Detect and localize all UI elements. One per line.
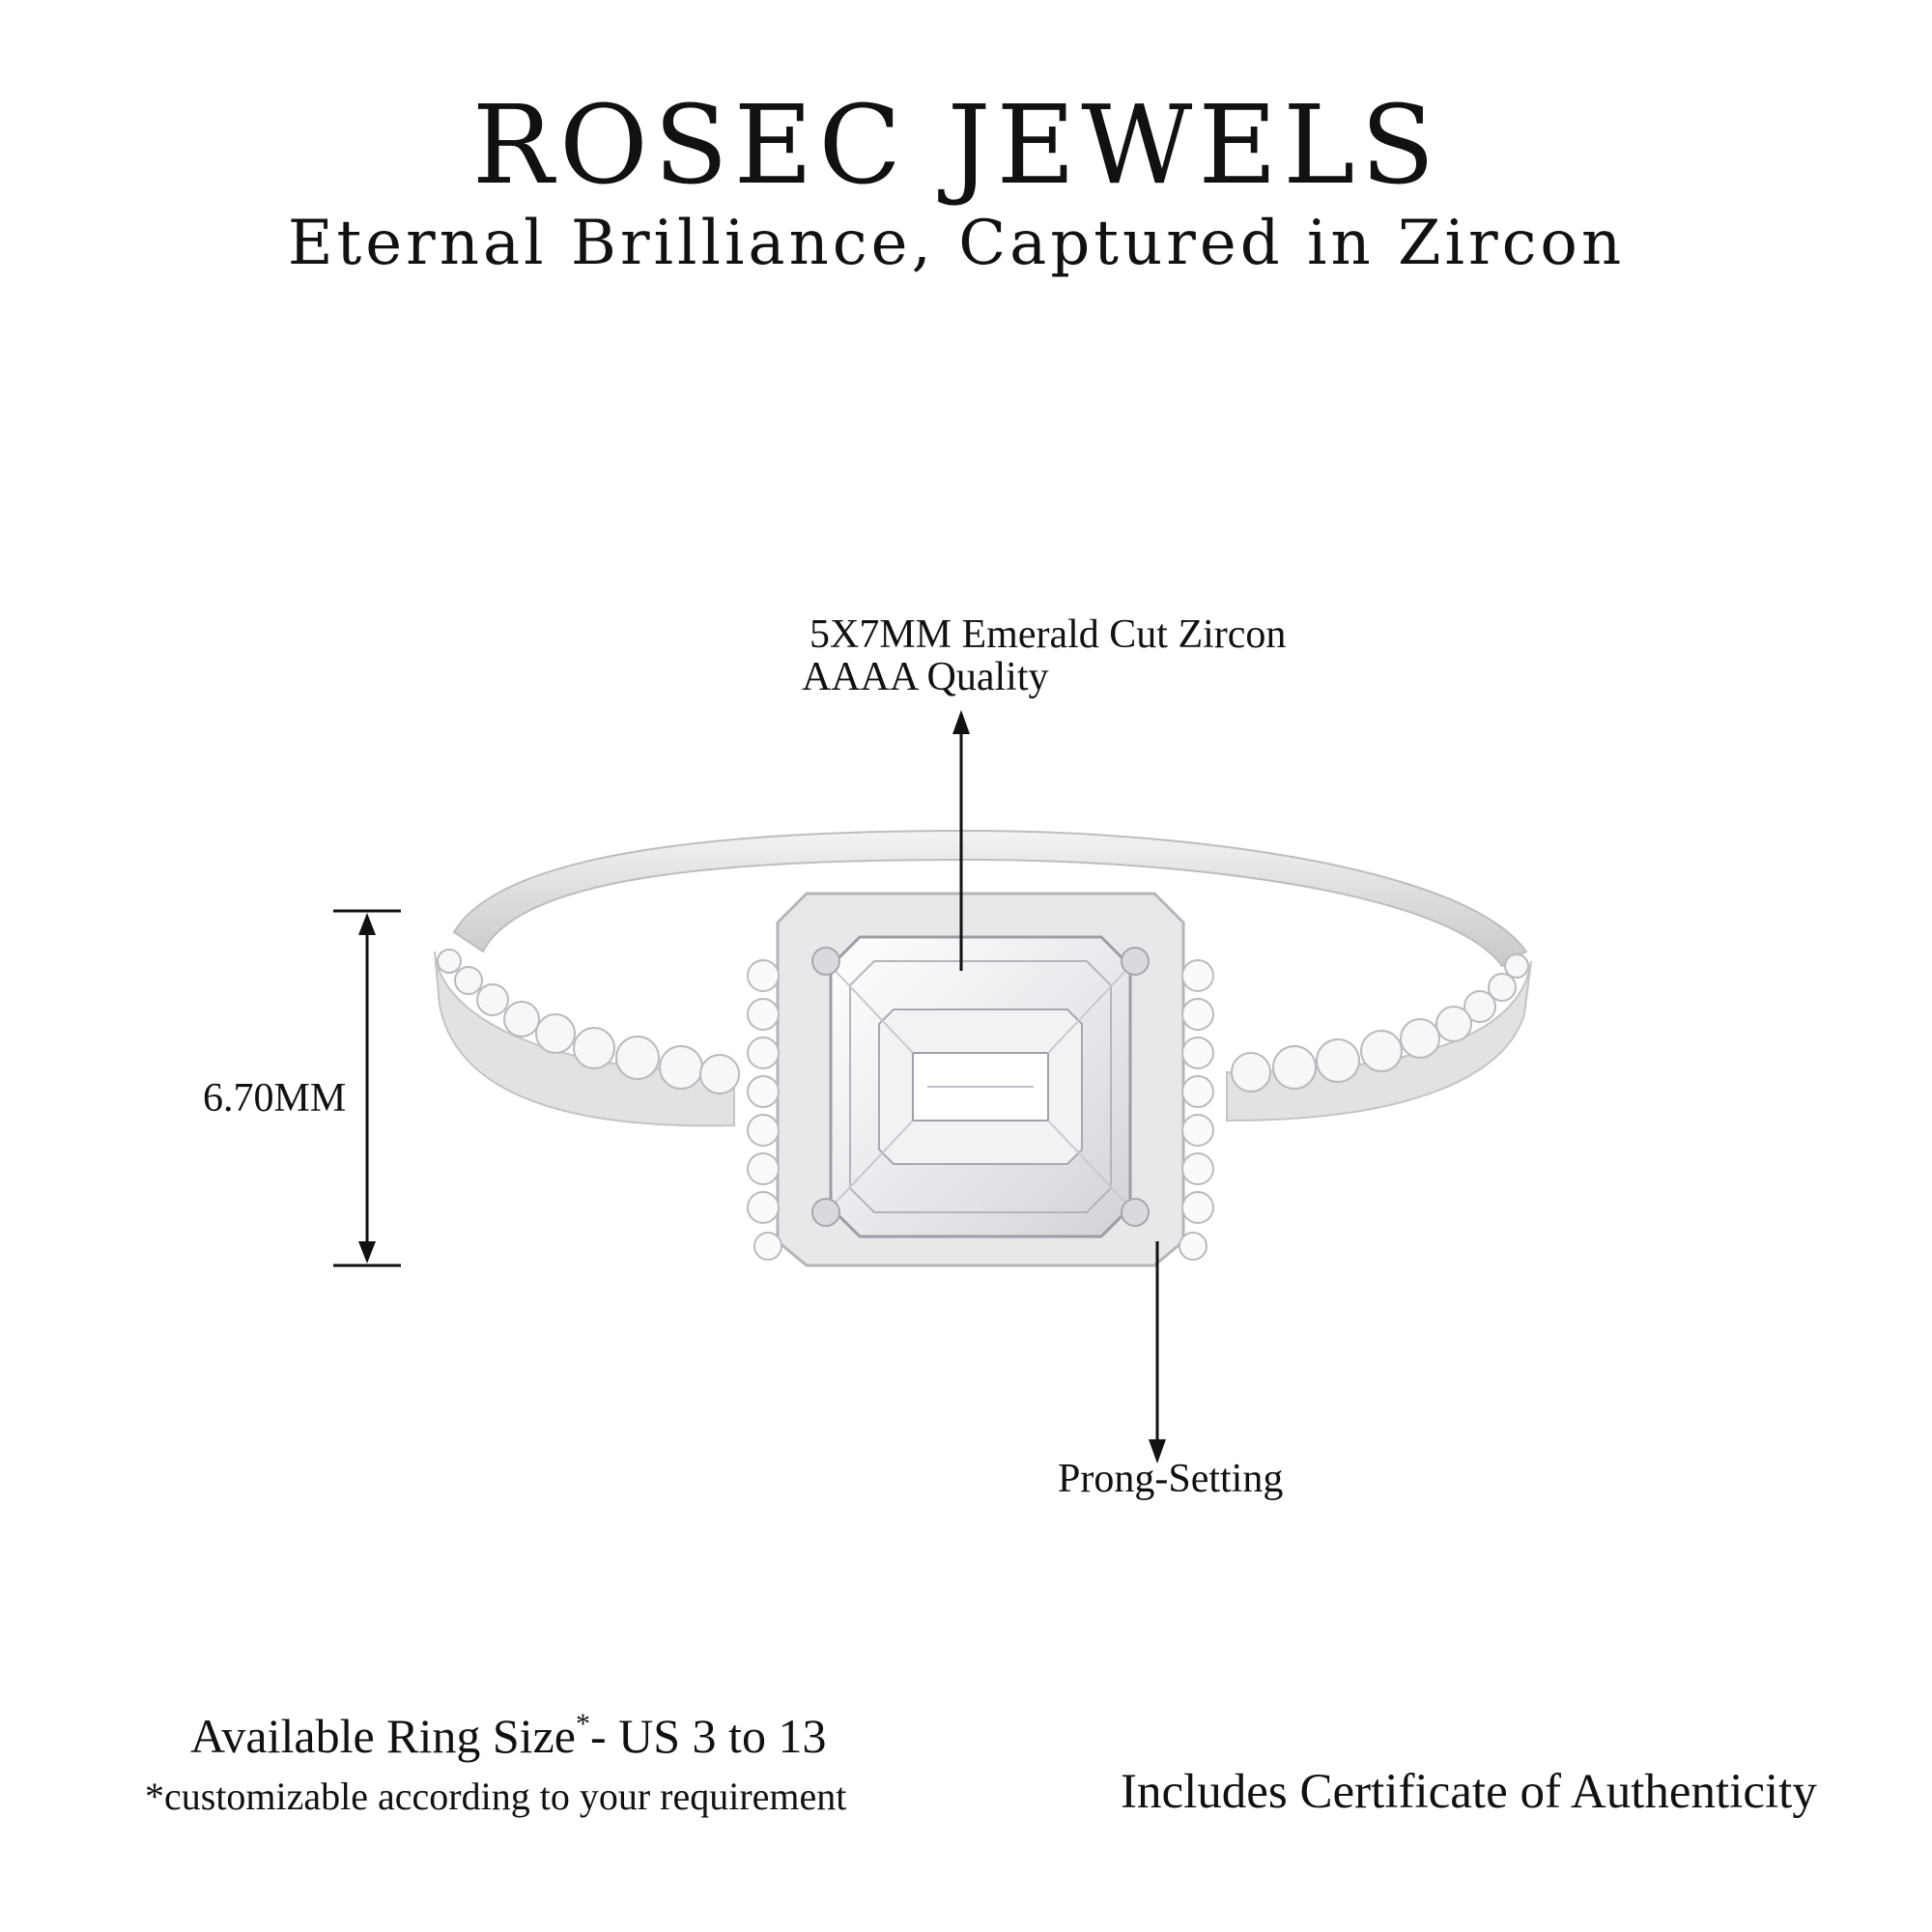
customization-note: *customizable according to your requirem… [145, 1775, 847, 1818]
ring-size-label: Available Ring Size [190, 1709, 576, 1763]
stone-callout-arrow [952, 710, 970, 971]
prongs [811, 947, 1150, 1227]
emerald-cut-stone [829, 935, 1132, 1238]
pave-stones-left [437, 949, 740, 1094]
pave-stones-right [1231, 953, 1529, 1093]
ring-size-asterisk: * [575, 1708, 590, 1740]
dimension-label: 6.70MM [203, 1076, 347, 1121]
stone-spec-label: 5X7MM Emerald Cut Zircon [810, 612, 1287, 657]
certificate-note: Includes Certificate of Authenticity [1121, 1765, 1817, 1819]
brand-title: ROSEC JEWELS [471, 83, 1441, 209]
setting-label: Prong-Setting [1058, 1457, 1284, 1501]
prong-callout-arrow [1149, 1241, 1166, 1463]
brand-tagline: Eternal Brilliance, Captured in Zircon [287, 208, 1626, 279]
stone-quality-label: AAAA Quality [802, 655, 1049, 699]
ring-size-value: - US 3 to 13 [589, 1709, 827, 1763]
dimension-marker [333, 909, 401, 1267]
ring-size-info: Available Ring Size*- US 3 to 13 [190, 1708, 827, 1763]
